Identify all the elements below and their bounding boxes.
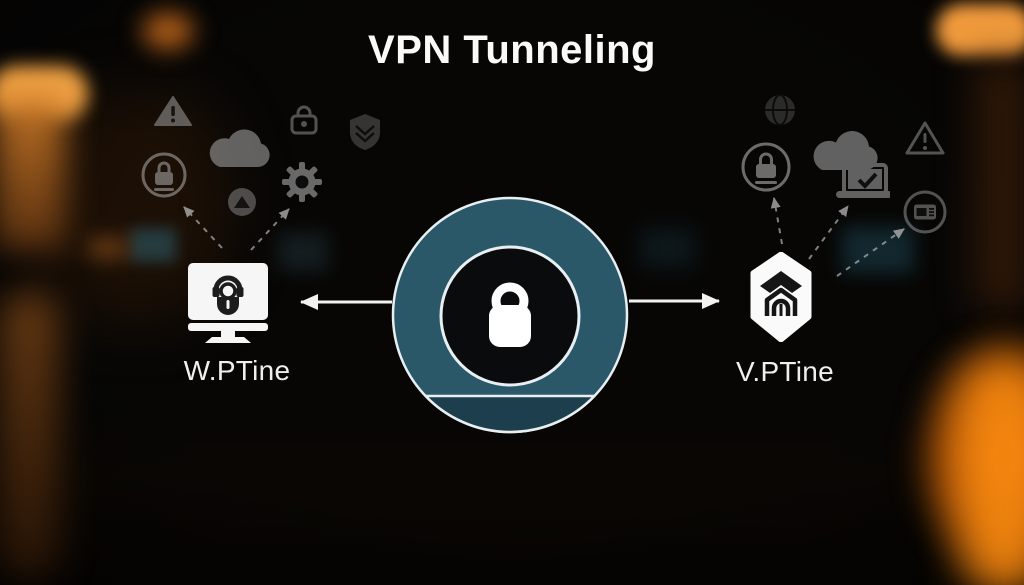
circle-lock-icon <box>140 151 188 199</box>
right-node-label: V.PTine <box>735 356 835 387</box>
circle-card-icon <box>902 189 948 235</box>
left-node-label: W.PTine <box>183 355 291 386</box>
mountain-badge-icon <box>227 187 257 217</box>
secure-hexagon-icon <box>748 252 814 342</box>
warning-triangle-icon <box>154 95 192 127</box>
shield-icon <box>348 112 382 152</box>
cloud-laptop-check-icon <box>806 118 890 200</box>
dashed-arrows <box>183 197 905 277</box>
monitor-lock-icon <box>186 263 270 343</box>
padlock-icon <box>489 282 531 347</box>
warning-triangle-outline-icon <box>905 120 945 156</box>
page-title: VPN Tunneling <box>368 28 656 72</box>
cloud-icon <box>202 119 274 171</box>
circle-lock-icon <box>740 141 792 193</box>
gear-icon <box>279 161 325 205</box>
tunnel-arrows <box>300 293 720 310</box>
padlock-outline-icon <box>288 102 320 136</box>
globe-icon <box>763 93 797 127</box>
